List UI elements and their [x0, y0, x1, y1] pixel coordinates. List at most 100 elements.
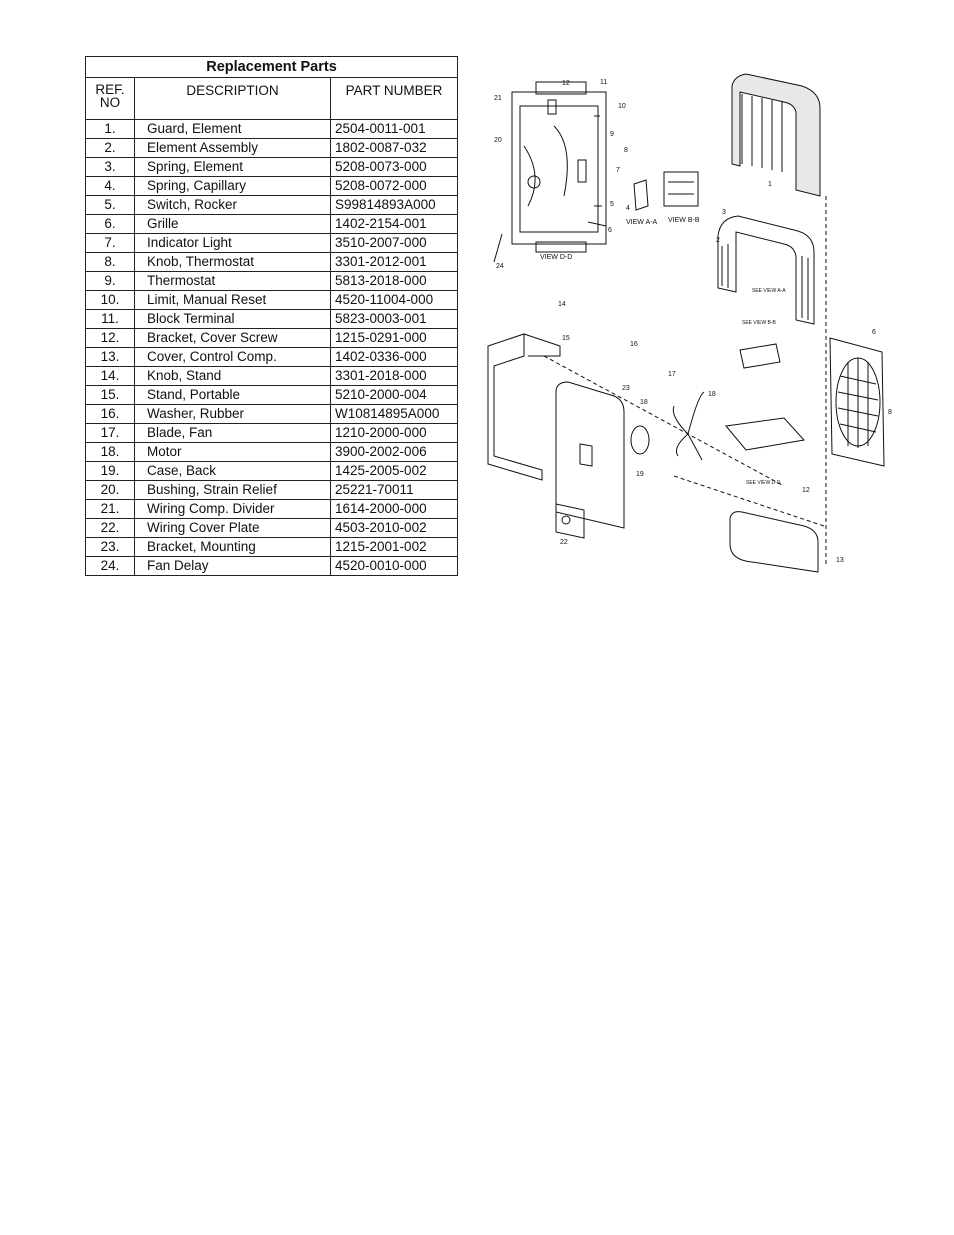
part-number: 1215-2001-002	[330, 537, 458, 557]
portable-stand	[487, 333, 561, 481]
part-ref: 6.	[85, 214, 135, 234]
callout-6-left: 6	[608, 227, 612, 234]
exploded-parts-diagram: 12 21 11 10 20 9 8 7 5 6 24 1 4 3 2 14 1…	[487, 73, 892, 573]
part-number: 25221-70011	[330, 480, 458, 500]
callout-11: 11	[600, 79, 607, 86]
callout-14: 14	[558, 301, 566, 308]
part-description: Indicator Light	[134, 233, 331, 253]
column-header-ref-label: REF. NO	[95, 82, 125, 110]
part-ref: 3.	[85, 157, 135, 177]
part-number: 1614-2000-000	[330, 499, 458, 519]
callout-20: 20	[494, 137, 502, 144]
part-ref: 19.	[85, 461, 135, 481]
stand-shape	[487, 333, 543, 481]
table-title: Replacement Parts	[85, 56, 458, 78]
part-description: Guard, Element	[134, 119, 331, 139]
part-description: Bushing, Strain Relief	[134, 480, 331, 500]
part-description: Washer, Rubber	[134, 404, 331, 424]
callout-24: 24	[496, 263, 504, 270]
part-number: 1210-2000-000	[330, 423, 458, 443]
construction-lines	[543, 196, 827, 566]
part-number: 1402-0336-000	[330, 347, 458, 367]
part-description: Wiring Cover Plate	[134, 518, 331, 538]
element-guard-shape	[731, 73, 821, 197]
callout-4: 4	[626, 205, 630, 212]
part-description: Spring, Capillary	[134, 176, 331, 196]
terminal-block-top	[535, 81, 587, 95]
callout-16: 16	[630, 341, 638, 348]
callout-6-right: 6	[872, 329, 876, 336]
part-ref: 16.	[85, 404, 135, 424]
part-number: 1215-0291-000	[330, 328, 458, 348]
callout-7: 7	[616, 167, 620, 174]
part-ref: 14.	[85, 366, 135, 386]
grille	[829, 337, 885, 467]
callout-12-top: 12	[562, 80, 570, 87]
part-number: 4520-0010-000	[330, 556, 458, 576]
callout-10: 10	[618, 103, 626, 110]
wiring-plate-hole	[561, 515, 571, 525]
part-description: Knob, Thermostat	[134, 252, 331, 272]
back-case	[555, 381, 625, 529]
stand-top	[523, 333, 561, 357]
part-description: Cover, Control Comp.	[134, 347, 331, 367]
part-description: Spring, Element	[134, 157, 331, 177]
grille-mesh-lines	[837, 358, 879, 448]
callout-17: 17	[668, 371, 676, 378]
part-number: 4520-11004-000	[330, 290, 458, 310]
part-description: Limit, Manual Reset	[134, 290, 331, 310]
callout-15: 15	[562, 335, 570, 342]
callout-8-right: 8	[888, 409, 892, 416]
part-number: 3301-2018-000	[330, 366, 458, 386]
control-box-outline	[511, 91, 607, 245]
label-view-dd: VIEW D-D	[540, 254, 572, 261]
part-number: W10814895A000	[330, 404, 458, 424]
part-description: Thermostat	[134, 271, 331, 291]
part-ref: 1.	[85, 119, 135, 139]
part-ref: 9.	[85, 271, 135, 291]
part-description: Bracket, Mounting	[134, 537, 331, 557]
leader-lines	[587, 115, 607, 227]
switch-part	[547, 99, 557, 115]
callout-12-bottom: 12	[802, 487, 810, 494]
callout-13: 13	[836, 557, 844, 564]
part-ref: 4.	[85, 176, 135, 196]
wiring-lines	[523, 125, 568, 207]
callout-3: 3	[722, 209, 726, 216]
replacement-parts-table: Replacement Parts REF. NO DESCRIPTION PA…	[85, 56, 458, 576]
part-number: 5813-2018-000	[330, 271, 458, 291]
part-number: 5210-2000-004	[330, 385, 458, 405]
callout-18-right: 18	[708, 391, 716, 398]
cover-shape	[729, 511, 819, 573]
callout-1: 1	[768, 181, 772, 188]
control-compartment-cover	[729, 511, 819, 573]
control-cover-tray	[725, 417, 805, 451]
callout-19: 19	[636, 471, 644, 478]
label-see-view-bb: SEE VIEW B-B	[742, 320, 777, 326]
part-number: 4503-2010-002	[330, 518, 458, 538]
part-description: Case, Back	[134, 461, 331, 481]
part-ref: 18.	[85, 442, 135, 462]
part-number: 3301-2012-001	[330, 252, 458, 272]
column-header-description: DESCRIPTION	[134, 77, 331, 120]
part-description: Fan Delay	[134, 556, 331, 576]
terminal-block-bottom	[535, 241, 587, 253]
part-ref: 5.	[85, 195, 135, 215]
part-number: 1802-0087-032	[330, 138, 458, 158]
